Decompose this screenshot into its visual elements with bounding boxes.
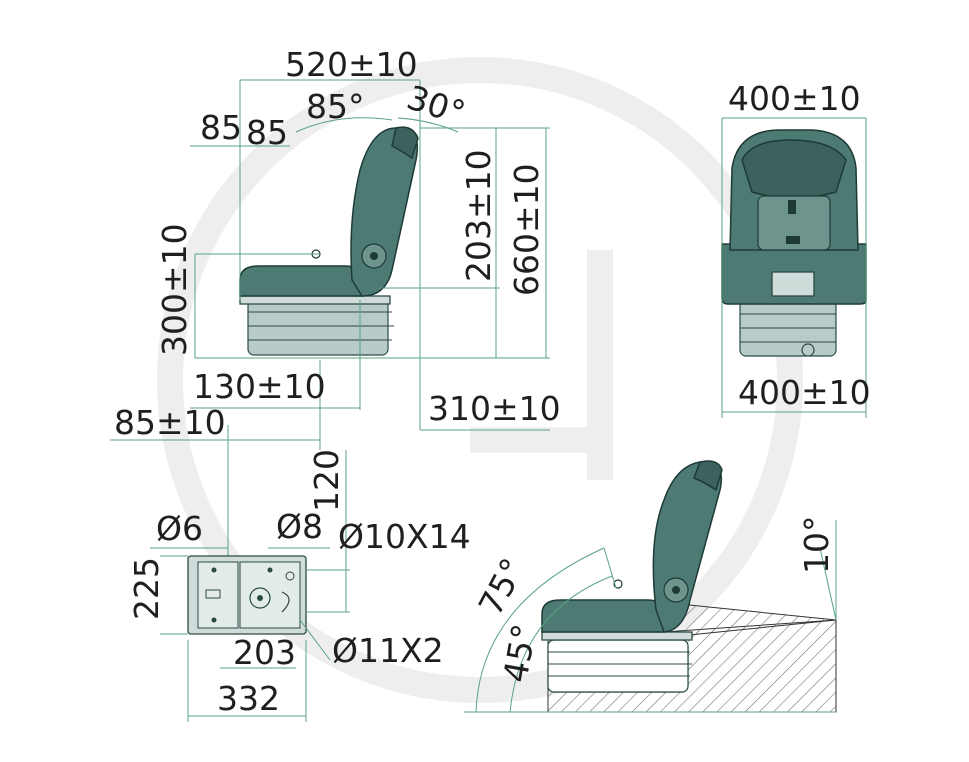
recline-forward-label: 85° [306, 87, 365, 126]
tilt-view-seat [541, 460, 837, 713]
depth-front-label: 130±10 [193, 367, 326, 406]
angle-floor-label: 10° [797, 516, 836, 575]
angle-backrest-label: 75° [471, 552, 533, 622]
overall-height-label: 660±10 [507, 163, 546, 296]
side-view-seat [239, 126, 419, 356]
hole-spacing-label: 203 [233, 633, 296, 672]
side-view-dimension-lines [110, 79, 550, 560]
seat-height-label: 300±10 [155, 223, 194, 356]
rail-offset-label: 85±10 [114, 403, 226, 442]
plate-width-label: 332 [217, 679, 280, 718]
rail-gap-label: 120 [307, 449, 346, 512]
hole-small-label: Ø6 [156, 509, 203, 548]
front-base-width-label: 400±10 [738, 373, 871, 412]
base-plate [187, 555, 307, 635]
offset-a-label: 85 [200, 108, 242, 147]
watermark-logo [157, 57, 803, 703]
front-view-seat [721, 129, 867, 357]
depth-rear-label: 310±10 [428, 389, 561, 428]
front-view-dimension-lines [721, 117, 867, 418]
offset-b-label: 85 [246, 113, 288, 152]
plate-height-label: 225 [127, 557, 166, 620]
slot-large-label: Ø10X14 [338, 517, 471, 556]
slot-bottom-label: Ø11X2 [332, 631, 444, 670]
base-plate-dimension-lines [150, 450, 350, 722]
width-label: 520±10 [285, 45, 418, 84]
recline-back-label: 30° [402, 78, 470, 133]
backrest-pivot-label: 203±10 [459, 149, 498, 282]
front-top-width-label: 400±10 [728, 79, 861, 118]
hole-medium-label: Ø8 [276, 507, 323, 546]
tilt-view-dimension-lines [464, 520, 837, 713]
